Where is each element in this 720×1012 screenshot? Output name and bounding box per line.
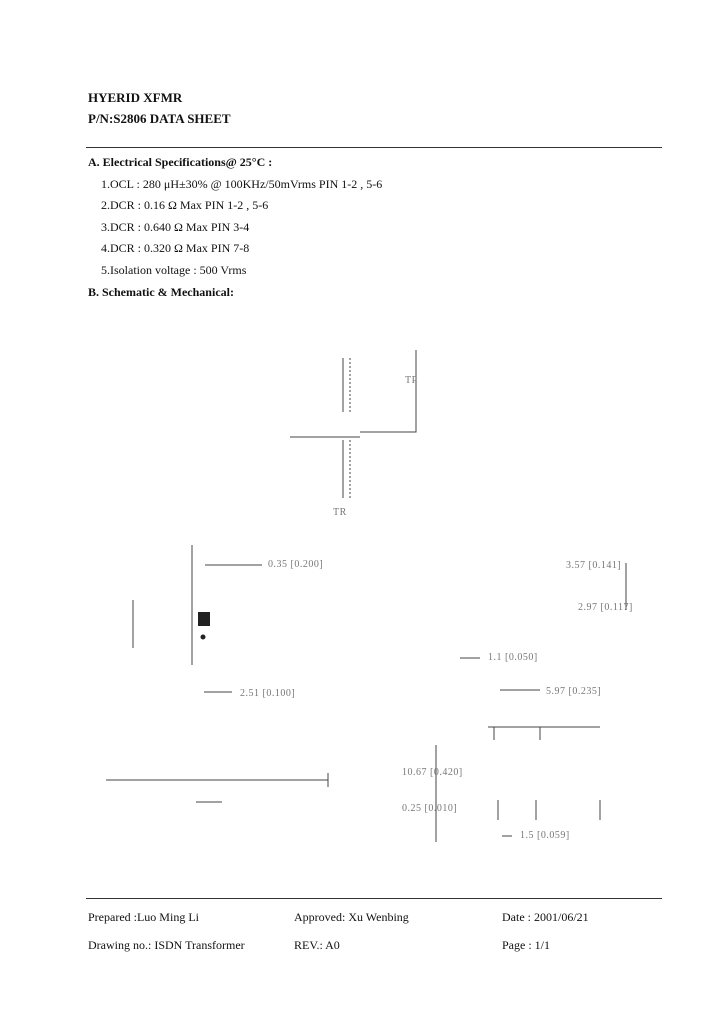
dim-label-5: 3.57 [0.141]: [566, 560, 622, 571]
dim-label-8: 1.5 [0.059]: [520, 830, 570, 841]
section-b-title: B. Schematic & Mechanical:: [88, 285, 234, 299]
spec-item-dcr-2: 3.DCR : 0.640 Ω Max PIN 3-4: [101, 220, 250, 234]
dim-label-1: 0.35 [0.200]: [268, 559, 324, 570]
header-divider: [86, 147, 662, 148]
dim-label-2: 2.51 [0.100]: [240, 688, 296, 699]
page-number: Page : 1/1: [502, 938, 550, 952]
prepared-by: Prepared :Luo Ming Li: [88, 910, 199, 924]
spec-item-ocl: 1.OCL : 280 μH±30% @ 100KHz/50mVrms PIN …: [101, 177, 383, 191]
connection-line: [360, 350, 417, 433]
dim-label-9: 0.25 [0.010]: [402, 803, 458, 814]
dim-label-6: 10.67 [0.420]: [402, 767, 463, 778]
approved-by: Approved: Xu Wenbing: [294, 910, 409, 924]
spec-item-dcr-1: 2.DCR : 0.16 Ω Max PIN 1-2 , 5-6: [101, 198, 269, 212]
label-tr: TR: [333, 507, 347, 518]
revision: REV.: A0: [294, 938, 340, 952]
spec-item-isolation: 5.Isolation voltage : 500 Vrms: [101, 263, 247, 277]
drawing-number: Drawing no.: ISDN Transformer: [88, 938, 245, 952]
part-number-title: P/N:S2806 DATA SHEET: [88, 111, 231, 126]
brand-logo-mark: [198, 612, 210, 626]
section-a-title: A. Electrical Specifications@ 25°C :: [88, 155, 273, 169]
dim-label-7: 5.97 [0.235]: [546, 686, 602, 697]
spec-item-dcr-3: 4.DCR : 0.320 Ω Max PIN 7-8: [101, 241, 250, 255]
dim-label-3: 1.1 [0.050]: [488, 652, 538, 663]
label-tp: TP: [405, 375, 418, 386]
pin1-dot: [200, 634, 206, 640]
issue-date: Date : 2001/06/21: [502, 910, 589, 924]
footer-divider: [86, 898, 662, 899]
doc-title: HYERID XFMR: [88, 90, 183, 105]
dim-label-4: 2.97 [0.117]: [578, 602, 633, 613]
